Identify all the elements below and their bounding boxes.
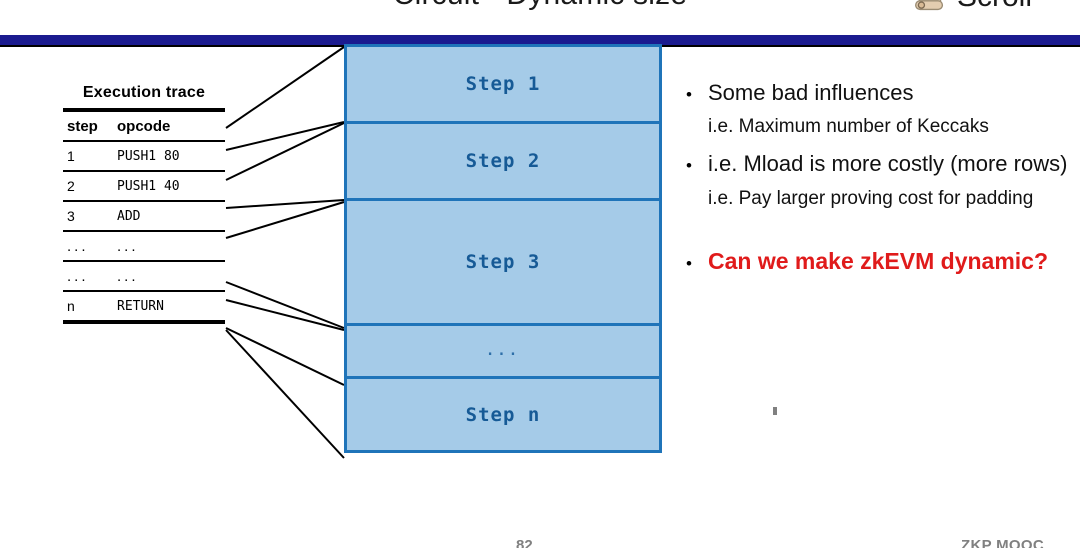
trace-cell-opcode: PUSH1 80 (117, 148, 180, 164)
bullet-dot-icon: • (686, 156, 692, 176)
trace-cell-step: ... (67, 237, 89, 255)
bullet-item-2: • i.e. Mload is more costly (more rows) (686, 151, 1080, 177)
trace-rule (63, 170, 225, 172)
trace-cell-opcode: ADD (117, 208, 141, 224)
bullet-item-1: • Some bad influences (686, 80, 1080, 106)
sub-text-1: i.e. Maximum number of Keccaks (708, 116, 989, 138)
table-row: ... ... (63, 262, 225, 290)
bullet-text-1: Some bad influences (708, 80, 914, 105)
trace-header-row: step opcode (63, 112, 225, 140)
trace-cell-opcode: ... (117, 267, 139, 285)
trace-cell-step: n (67, 298, 75, 314)
step-box-ellipsis: ... (344, 323, 662, 379)
step-box-3: Step 3 (344, 198, 662, 326)
execution-trace-table: Execution trace step opcode 1 PUSH1 80 2… (63, 84, 225, 324)
table-row: n RETURN (63, 292, 225, 320)
trace-rule (63, 290, 225, 292)
footer-page-number: 82 (516, 537, 533, 548)
trace-rule-top (63, 108, 225, 112)
trace-cell-opcode: RETURN (117, 298, 164, 314)
trace-cell-step: 1 (67, 148, 75, 164)
bullet-text-3: Can we make zkEVM dynamic? (708, 248, 1049, 275)
brand-name: Scroll (957, 0, 1032, 14)
cursor-artifact (773, 407, 777, 415)
bullet-dot-icon: • (686, 254, 692, 274)
trace-cell-opcode: ... (117, 237, 139, 255)
trace-cell-step: 3 (67, 208, 75, 224)
scroll-parchment-icon (909, 0, 951, 18)
sub-text-2: i.e. Pay larger proving cost for padding (708, 187, 1034, 209)
trace-rule-bottom (63, 320, 225, 324)
brand-logo: Scroll (909, 0, 1032, 18)
trace-cell-step: ... (67, 267, 89, 285)
footer-brand: ZKP MOOC (961, 537, 1044, 548)
bullet-dot-icon: • (686, 85, 692, 104)
table-row: 3 ADD (63, 202, 225, 230)
trace-col-opcode: opcode (117, 117, 171, 135)
trace-rule (63, 230, 225, 232)
step-box-1: Step 1 (344, 44, 662, 124)
trace-col-step: step (67, 117, 98, 135)
step-box-n: Step n (344, 376, 662, 453)
trace-rule (63, 140, 225, 142)
table-row: 1 PUSH1 80 (63, 142, 225, 170)
bullet-text-2: i.e. Mload is more costly (more rows) (708, 151, 1068, 177)
table-row: ... ... (63, 232, 225, 260)
trace-title: Execution trace (82, 84, 206, 101)
trace-rule (63, 200, 225, 202)
step-box-2: Step 2 (344, 121, 662, 201)
page-title: Circuit - Dynamic size (0, 0, 1080, 12)
bullet-spacer (686, 222, 1080, 248)
trace-cell-opcode: PUSH1 40 (117, 178, 180, 194)
trace-rule (63, 260, 225, 262)
trace-cell-step: 2 (67, 178, 75, 194)
table-row: 2 PUSH1 40 (63, 172, 225, 200)
bullet-list: • Some bad influences i.e. Maximum numbe… (686, 80, 1080, 286)
circuit-steps-column: Step 1 Step 2 Step 3 ... Step n (344, 44, 662, 453)
bullet-item-3: • Can we make zkEVM dynamic? (686, 248, 1080, 276)
